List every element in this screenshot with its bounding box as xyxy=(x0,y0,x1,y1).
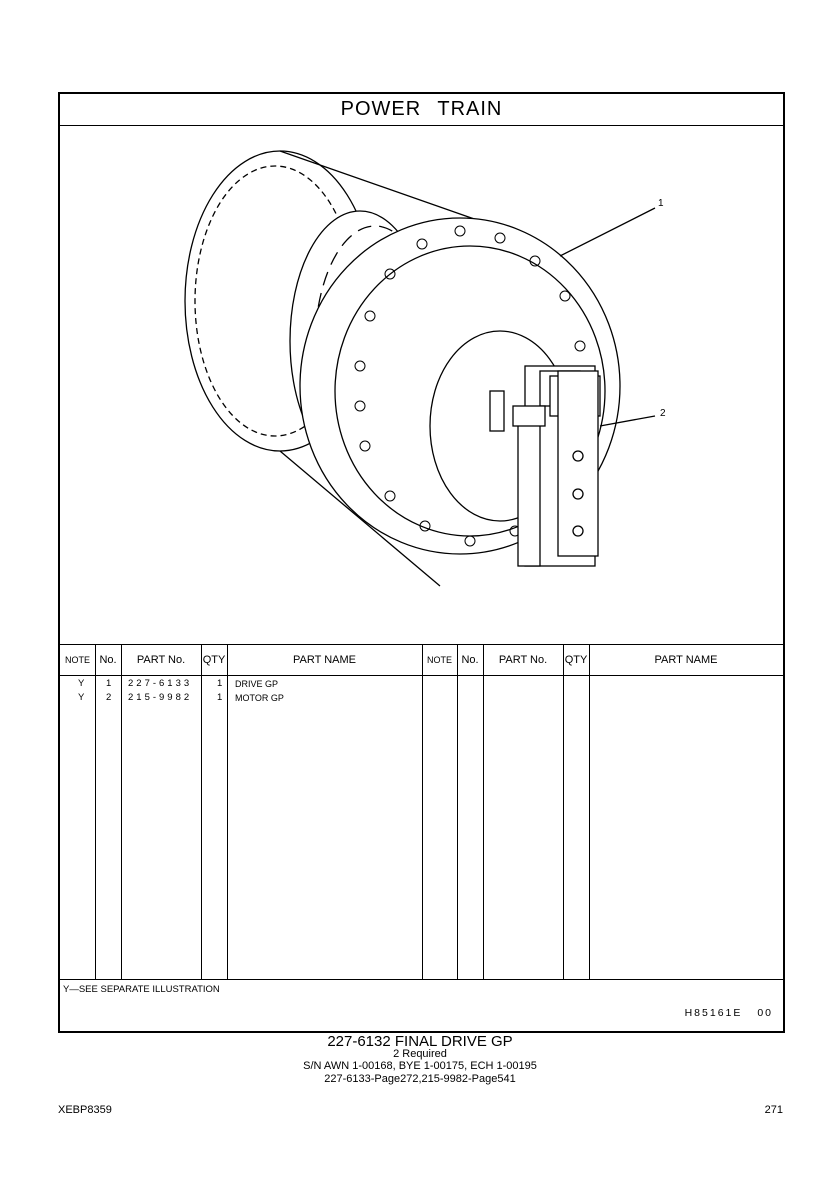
column-lines xyxy=(60,644,783,979)
header-qty-2: QTY xyxy=(564,654,588,666)
row-qty: 1 xyxy=(217,692,223,703)
row-qty: 1 xyxy=(217,678,223,689)
callout-2: 2 xyxy=(660,408,666,419)
table-footer: Y—SEE SEPARATE ILLUSTRATION H85161E 00 xyxy=(60,979,783,1032)
final-drive-illustration: 1 2 xyxy=(60,126,783,644)
page-title: POWER TRAIN xyxy=(60,94,783,126)
page-number: 271 xyxy=(764,1104,783,1116)
header-part-name: PART NAME xyxy=(293,654,356,666)
header-note-2: NOTE xyxy=(426,655,452,665)
parts-table-header: NOTE No. PART No. QTY PART NAME NOTE No.… xyxy=(60,644,783,676)
row-note: Y xyxy=(78,692,85,703)
document-id: XEBP8359 xyxy=(58,1104,112,1116)
row-no: 2 xyxy=(106,692,112,703)
callout-1: 1 xyxy=(658,198,664,209)
header-note: NOTE xyxy=(64,655,90,665)
required-qty: 2 Required xyxy=(393,1048,447,1060)
row-part-name: DRIVE GP xyxy=(235,679,279,689)
page-references: 227-6133-Page272,215-9982-Page541 xyxy=(324,1073,516,1085)
row-part-no: 215-9982 xyxy=(128,692,193,703)
revision: 00 xyxy=(757,1007,773,1019)
parts-table-body: Y 1 227-6133 1 DRIVE GP Y 2 215-9982 1 M… xyxy=(60,675,783,979)
header-no-2: No. xyxy=(461,654,479,666)
illustration-id: H85161E xyxy=(684,1007,743,1019)
row-no: 1 xyxy=(106,678,112,689)
header-part-no-2: PART No. xyxy=(498,654,548,666)
row-part-name: MOTOR GP xyxy=(235,693,284,703)
footnote: Y—SEE SEPARATE ILLUSTRATION xyxy=(63,984,220,995)
group-title: 227-6132 FINAL DRIVE GP xyxy=(327,1033,513,1050)
header-part-no: PART No. xyxy=(136,654,186,666)
row-part-no: 227-6133 xyxy=(128,678,193,689)
header-part-name-2: PART NAME xyxy=(654,654,718,666)
serial-numbers: S/N AWN 1-00168, BYE 1-00175, ECH 1-0019… xyxy=(303,1060,537,1072)
header-qty: QTY xyxy=(202,654,226,666)
header-no: No. xyxy=(99,654,117,666)
row-note: Y xyxy=(78,678,85,689)
illustration-code: H85161E 00 xyxy=(685,1007,773,1019)
parts-page-frame: POWER TRAIN xyxy=(58,92,785,1033)
